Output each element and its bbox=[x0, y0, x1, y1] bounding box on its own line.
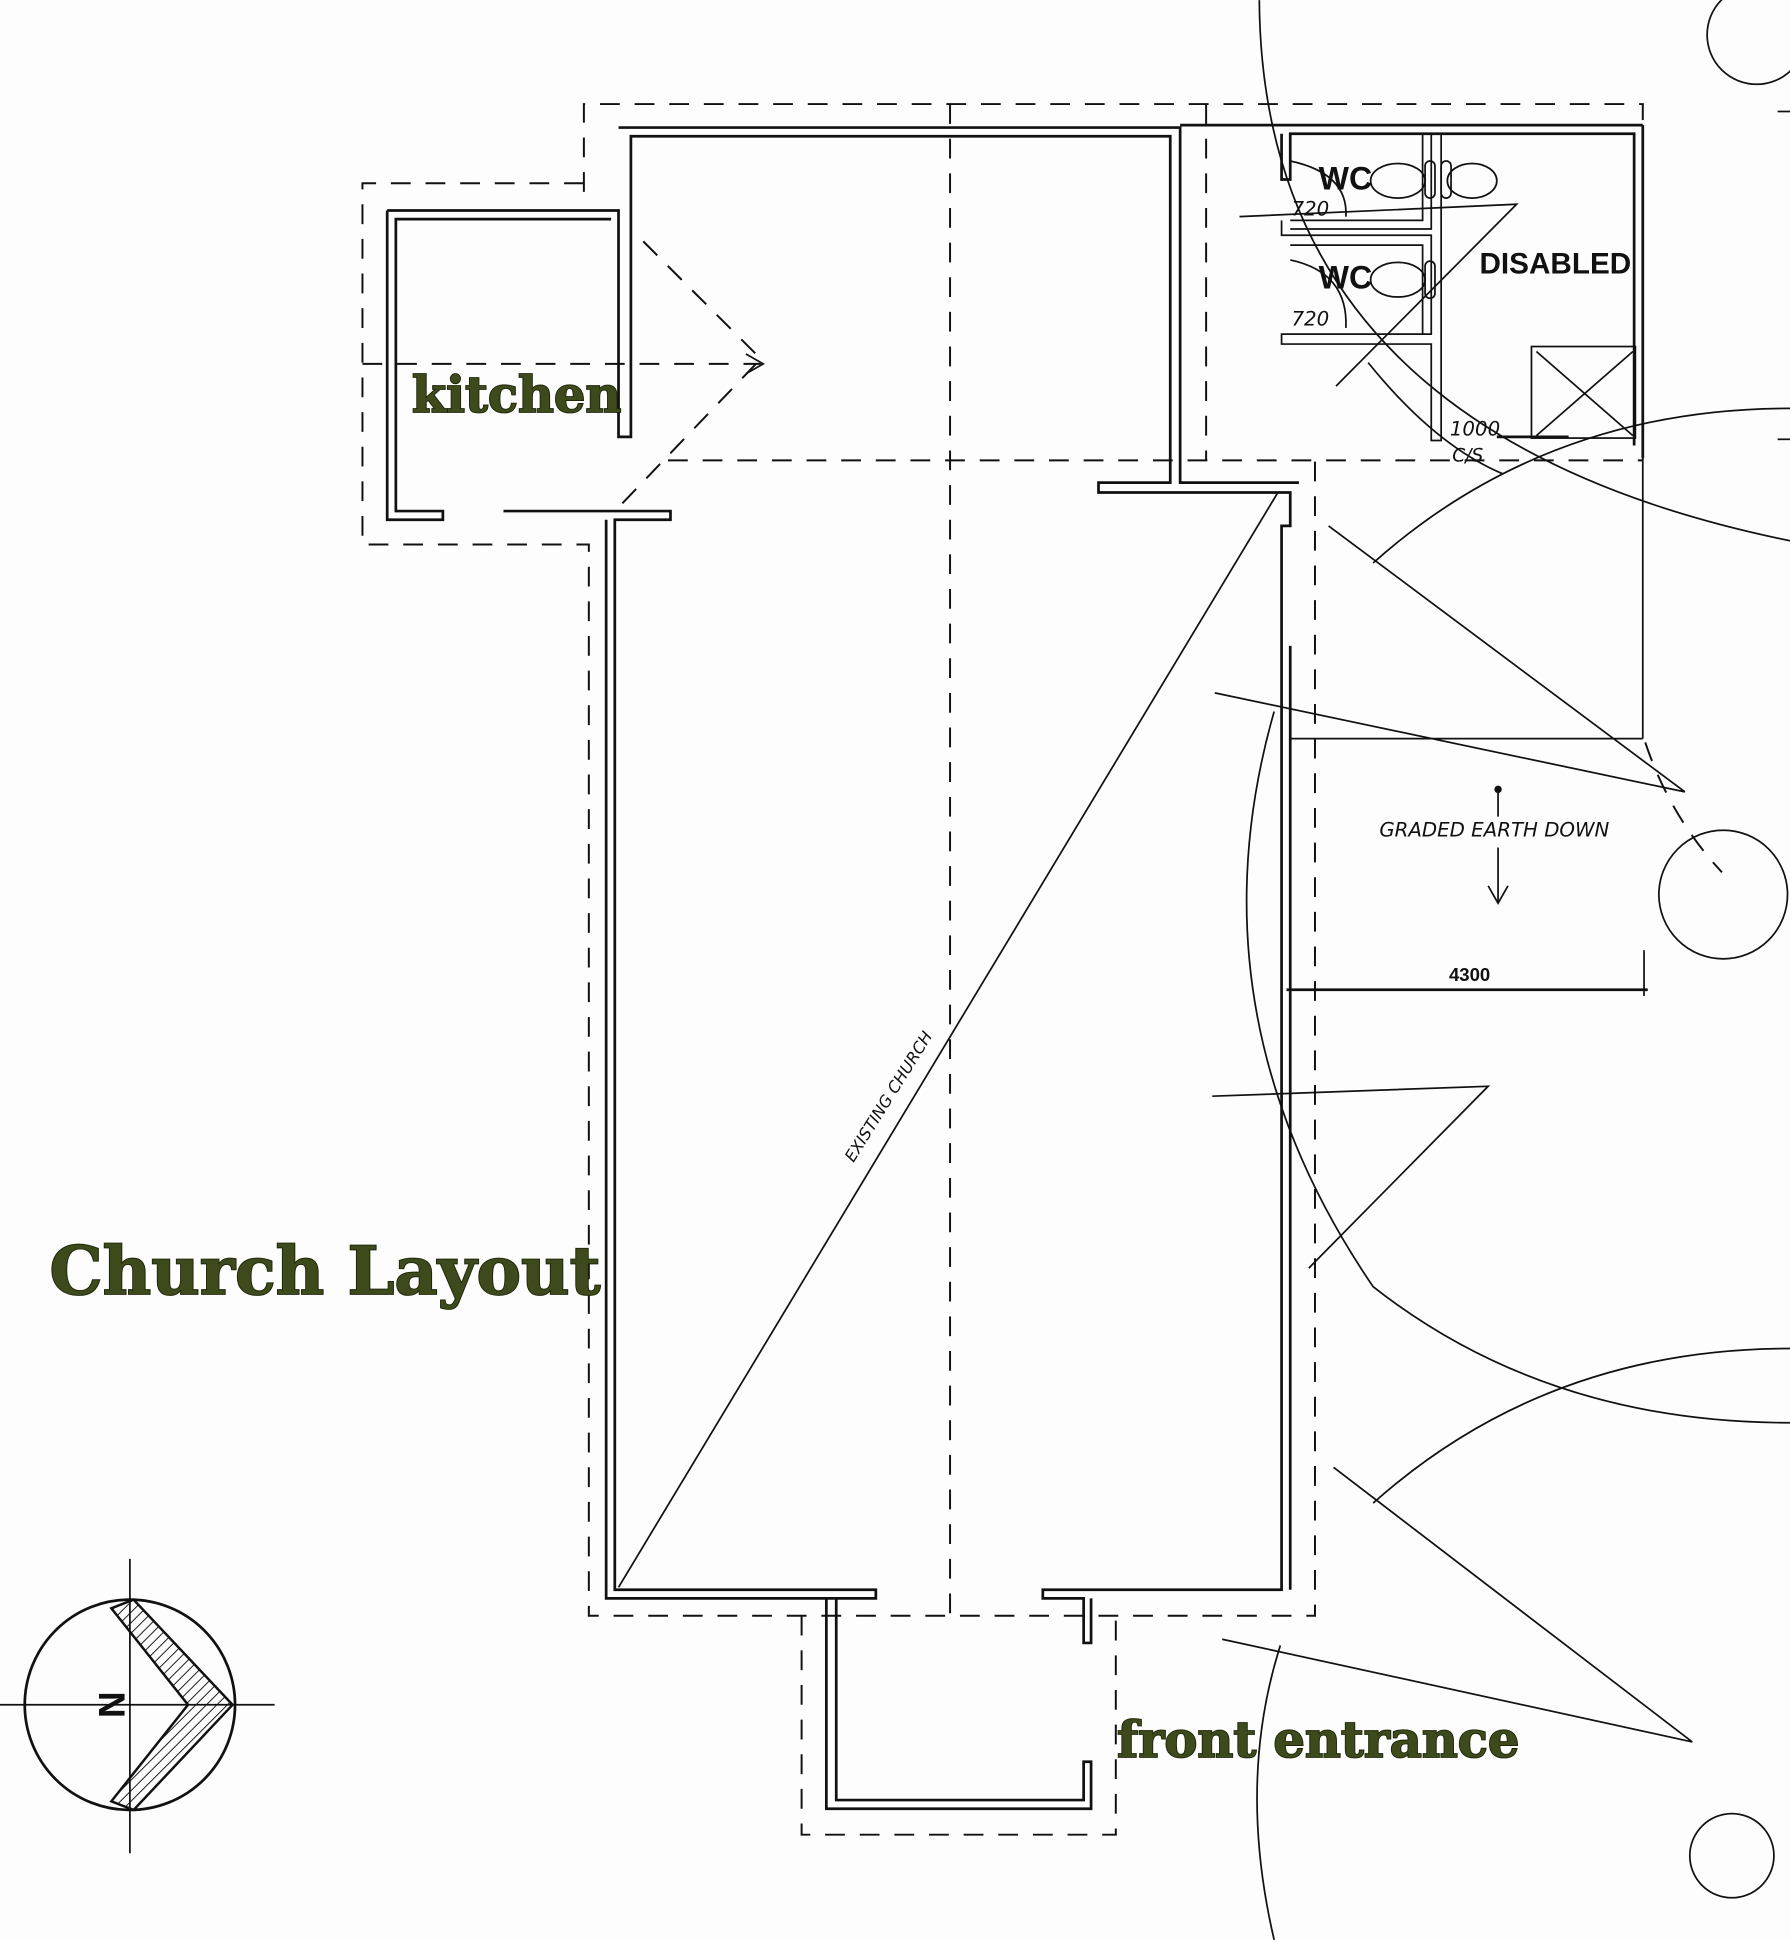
wc-label-2: WC bbox=[1319, 259, 1373, 295]
front-entrance-label: front entrance bbox=[1117, 1711, 1519, 1769]
wc-door-width-1: 720 bbox=[1291, 197, 1329, 220]
north-label: N bbox=[91, 1691, 133, 1718]
construction-lines bbox=[617, 0, 1790, 1940]
walls bbox=[385, 123, 1645, 1811]
page-title: Church Layout bbox=[49, 1231, 600, 1310]
north-arrow-icon: N bbox=[0, 1558, 275, 1854]
wc-label-1: WC bbox=[1319, 160, 1373, 196]
disabled-door-note: C/S bbox=[1452, 446, 1483, 467]
existing-church-label: EXISTING CHURCH bbox=[841, 1028, 937, 1165]
disabled-label: DISABLED bbox=[1480, 248, 1632, 281]
kitchen-label: kitchen bbox=[412, 366, 621, 424]
graded-earth-annotation: GRADED EARTH DOWN 4300 bbox=[1286, 785, 1648, 996]
wc-door-width-2: 720 bbox=[1291, 308, 1329, 331]
graded-earth-label: GRADED EARTH DOWN bbox=[1379, 818, 1609, 841]
toilet-fixtures bbox=[1290, 160, 1498, 329]
dimension-label: 4300 bbox=[1449, 964, 1490, 985]
disabled-door-width: 1000 bbox=[1450, 418, 1500, 441]
